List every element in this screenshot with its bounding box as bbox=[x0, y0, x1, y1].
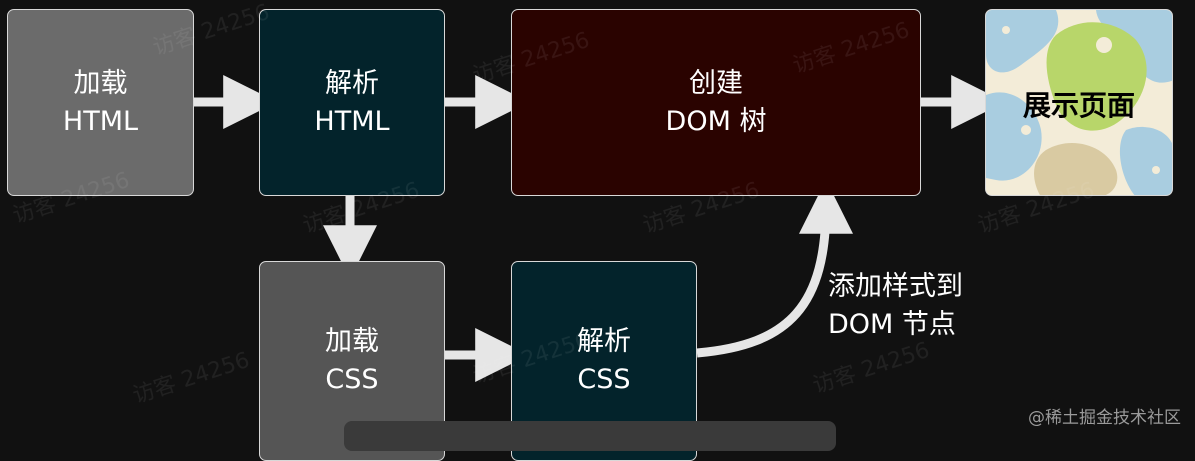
node-load-html: 加载 HTML bbox=[7, 9, 194, 196]
arrow-parse-css-to-dom bbox=[696, 179, 853, 358]
node-parse-html-line2: HTML bbox=[314, 105, 390, 137]
node-display-page: 展示页面 bbox=[985, 9, 1173, 196]
edge-label-add-styles: 添加样式到 DOM 节点 bbox=[828, 268, 963, 344]
edge-label-line1: 添加样式到 bbox=[828, 271, 963, 302]
watermark-site: @稀土掘金技术社区 bbox=[1028, 408, 1181, 428]
flow-diagram: 加载 HTML 解析 HTML 创建 DOM 树 展示页面 加载 CSS 解析 bbox=[7, 0, 1181, 461]
node-parse-css-line2: CSS bbox=[577, 364, 631, 395]
node-create-dom-line2: DOM 树 bbox=[665, 105, 767, 137]
node-load-css-line1: 加载 bbox=[325, 326, 379, 357]
node-create-dom: 创建 DOM 树 bbox=[511, 9, 921, 196]
edge-label-line2: DOM 节点 bbox=[828, 309, 956, 340]
arrow-layer bbox=[194, 75, 1006, 382]
node-load-html-line2: HTML bbox=[62, 105, 139, 137]
node-parse-html: 解析 HTML bbox=[259, 9, 445, 196]
node-display-page-label: 展示页面 bbox=[1022, 89, 1135, 122]
node-create-dom-line1: 创建 bbox=[689, 67, 743, 99]
abstract-pattern-image bbox=[986, 10, 1172, 195]
node-parse-css-line1: 解析 bbox=[577, 326, 631, 357]
node-load-html-line1: 加载 bbox=[73, 67, 128, 99]
node-parse-html-line1: 解析 bbox=[325, 67, 379, 99]
bottom-overlay-bar bbox=[344, 421, 836, 451]
node-load-css-line2: CSS bbox=[325, 364, 379, 395]
